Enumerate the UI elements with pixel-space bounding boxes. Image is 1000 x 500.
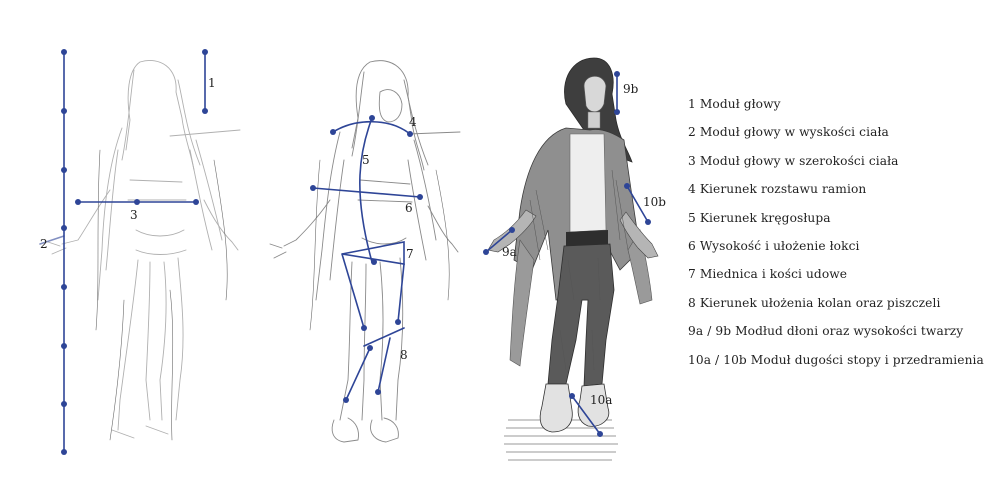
figure-3-drawing bbox=[487, 57, 659, 461]
legend-item-1: 1 Moduł głowy bbox=[688, 97, 781, 111]
body-height-module-scale bbox=[39, 49, 67, 455]
hand-module-line bbox=[483, 227, 515, 255]
label-3: 3 bbox=[130, 208, 138, 222]
label-9a: 9a bbox=[502, 245, 517, 259]
legend: 1 Moduł głowy 2 Moduł głowy w wyskości c… bbox=[688, 90, 988, 374]
knee-shin-lines bbox=[343, 327, 405, 403]
legend-item-10: 10a / 10b Moduł dugości stopy i przedram… bbox=[688, 352, 984, 367]
label-5: 5 bbox=[362, 153, 370, 167]
label-10a: 10a bbox=[590, 393, 612, 407]
label-7: 7 bbox=[406, 247, 414, 261]
label-9b: 9b bbox=[623, 82, 639, 96]
label-8: 8 bbox=[400, 348, 408, 362]
label-4: 4 bbox=[409, 115, 417, 129]
foot-length-module-line bbox=[569, 393, 603, 437]
figure-2-sketch bbox=[269, 60, 461, 443]
legend-item-2: 2 Moduł głowy w wyskości ciała bbox=[688, 125, 889, 140]
body-width-module-line bbox=[75, 199, 199, 205]
legend-item-5: 5 Kierunek kręgosłupa bbox=[688, 210, 831, 225]
head-module-marker bbox=[202, 49, 208, 114]
forearm-module-line bbox=[624, 183, 651, 225]
label-2: 2 bbox=[40, 237, 48, 251]
number-labels: 1 2 3 4 5 6 7 8 9a 9b 10a 10b bbox=[40, 76, 666, 407]
measurement-overlays bbox=[39, 49, 651, 455]
legend-item-8: 8 Kierunek ułożenia kolan oraz piszczeli bbox=[688, 295, 941, 310]
face-height-module-line bbox=[614, 71, 620, 115]
legend-item-9: 9a / 9b Modłud dłoni oraz wysokości twar… bbox=[688, 324, 964, 339]
figure-1-sketch bbox=[47, 60, 241, 441]
label-1: 1 bbox=[208, 76, 216, 90]
spine-direction-line bbox=[359, 115, 375, 263]
legend-item-4: 4 Kierunek rozstawu ramion bbox=[688, 182, 867, 197]
label-10b: 10b bbox=[643, 195, 666, 209]
label-6: 6 bbox=[405, 201, 413, 215]
elbow-line bbox=[310, 185, 423, 200]
legend-item-3: 3 Moduł głowy w szerokości ciała bbox=[688, 153, 899, 168]
pelvis-femur-lines bbox=[341, 241, 405, 331]
legend-item-7: 7 Miednica i kości udowe bbox=[688, 267, 848, 282]
shoulder-direction-arc bbox=[330, 120, 413, 137]
legend-item-6: 6 Wysokość i ułożenie łokci bbox=[688, 238, 860, 253]
